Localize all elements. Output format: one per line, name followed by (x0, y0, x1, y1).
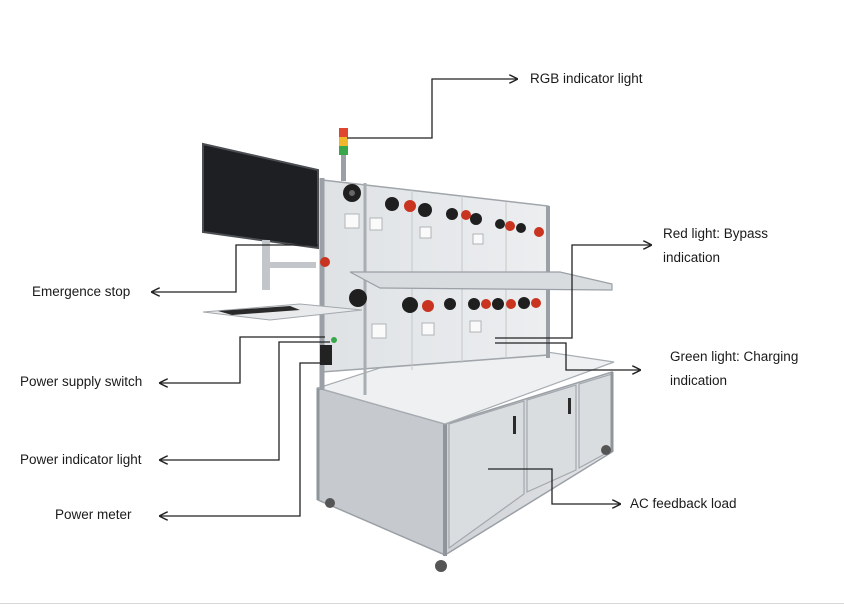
leader-rgb-indicator (347, 79, 517, 139)
lower-rotary-knobs (349, 289, 530, 313)
callout-red-light-line1: Red light: Bypass (663, 226, 769, 241)
lower-red-sockets (422, 298, 541, 312)
leader-lines (152, 79, 651, 516)
callout-green-light-line1: Green light: Charging (670, 349, 799, 364)
monitor (202, 142, 319, 290)
test-bench-equipment (202, 128, 615, 572)
keyboard-tray (202, 303, 363, 321)
callout-green-light: Green light: Charging indication (670, 345, 798, 393)
upper-meter-plates (344, 213, 484, 245)
upper-panel (319, 178, 613, 395)
bottom-divider (0, 603, 844, 604)
callout-emergence-stop: Emergence stop (32, 284, 131, 299)
leader-green-light (495, 342, 640, 370)
leader-power-meter (160, 362, 325, 516)
callout-red-light: Red light: Bypass indication (663, 222, 793, 270)
leader-ac-feedback-load (488, 468, 620, 504)
rgb-signal-tower (339, 128, 348, 181)
leader-emergence-stop (152, 244, 318, 292)
callout-power-indicator-light: Power indicator light (20, 452, 142, 467)
power-meter-display (320, 345, 332, 365)
callout-rgb-indicator-light: RGB indicator light (530, 71, 643, 86)
lower-meter-plates (371, 320, 482, 339)
callout-red-light-line2: indication (663, 250, 721, 265)
callout-power-supply-switch: Power supply switch (20, 374, 143, 389)
callout-green-light-line2: indication (670, 373, 728, 388)
upper-red-sockets (404, 200, 544, 237)
power-indicator-lamp (331, 337, 337, 343)
lower-cabinet (315, 344, 615, 572)
leader-power-indicator (160, 341, 330, 460)
leader-power-supply-switch (160, 336, 325, 383)
upper-rotary-knobs (343, 184, 526, 233)
callout-ac-feedback-load: AC feedback load (630, 496, 737, 511)
callout-power-meter: Power meter (55, 507, 132, 522)
leader-red-light (495, 245, 651, 339)
emergency-stop-button (320, 257, 330, 267)
